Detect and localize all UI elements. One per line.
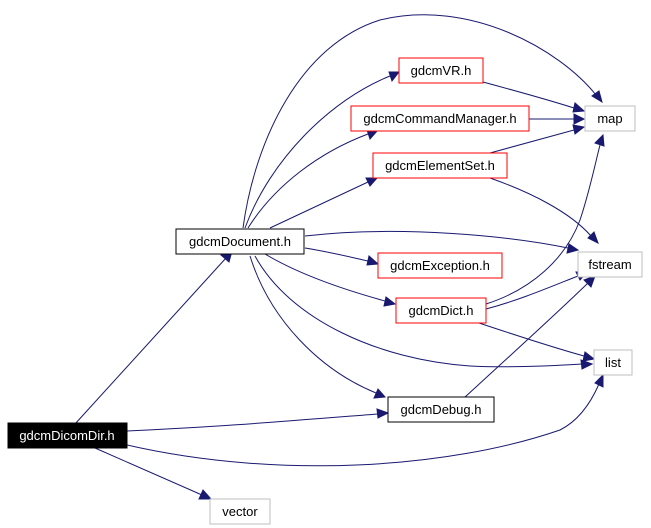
node-debug-label: gdcmDebug.h — [401, 402, 482, 417]
node-dicomdir-label: gdcmDicomDir.h — [19, 428, 114, 443]
edge-elementset-map — [489, 129, 575, 154]
edge-elementset-map-arrowhead — [572, 124, 586, 135]
edge-document-debug — [249, 255, 377, 394]
edge-document-exception — [304, 247, 369, 262]
edge-dicomdir-list — [126, 383, 600, 467]
node-vector[interactable]: vector — [209, 498, 271, 525]
node-debug-box — [387, 396, 495, 423]
node-list-box — [593, 349, 633, 376]
edge-dicomdir-document — [74, 257, 227, 425]
edge-document-vr-arrowhead — [388, 71, 401, 83]
node-vr[interactable]: gdcmVR.h — [398, 57, 484, 84]
node-vr-box — [398, 57, 484, 84]
edge-commandmanager-map-arrowhead — [573, 113, 586, 125]
edge-document-debug-arrowhead — [373, 388, 387, 399]
edge-debug-fstream-arrowhead — [583, 275, 596, 288]
node-document[interactable]: gdcmDocument.h — [175, 228, 305, 255]
node-map[interactable]: map — [584, 105, 636, 132]
node-elementset[interactable]: gdcmElementSet.h — [372, 152, 508, 179]
edge-dicomdir-vector-arrowhead — [198, 489, 213, 500]
node-elementset-box — [372, 152, 508, 179]
edge-document-exception-arrowhead — [366, 255, 380, 266]
edge-document-fstream — [304, 230, 569, 249]
node-list-label: list — [605, 355, 621, 370]
edge-dicomdir-vector — [94, 447, 203, 496]
node-document-label: gdcmDocument.h — [189, 234, 291, 249]
node-commandmanager-label: gdcmCommandManager.h — [363, 111, 516, 126]
node-dicomdir-box — [7, 422, 128, 449]
node-dict-label: gdcmDict.h — [408, 303, 473, 318]
edge-document-fstream-arrowhead — [566, 243, 580, 254]
edge-document-dict — [264, 253, 386, 302]
edge-dict-fstream — [485, 275, 579, 310]
node-fstream[interactable]: fstream — [577, 251, 643, 278]
node-exception-box — [377, 252, 503, 279]
node-map-label: map — [597, 111, 622, 126]
node-dict[interactable]: gdcmDict.h — [395, 297, 487, 324]
node-commandmanager-box — [350, 105, 530, 132]
edge-document-list — [254, 255, 583, 368]
edge-elementset-fstream — [489, 177, 592, 237]
edge-document-map — [242, 14, 597, 229]
node-exception[interactable]: gdcmException.h — [377, 252, 503, 279]
edge-dicomdir-debug-arrowhead — [376, 408, 390, 419]
node-elementset-label: gdcmElementSet.h — [385, 158, 495, 173]
node-commandmanager[interactable]: gdcmCommandManager.h — [350, 105, 530, 132]
edge-dict-map-arrowhead — [594, 133, 605, 147]
node-vector-box — [209, 498, 271, 525]
edge-document-map-arrowhead — [591, 90, 603, 104]
node-vr-label: gdcmVR.h — [411, 63, 472, 78]
edge-document-elementset-arrowhead — [365, 177, 379, 187]
node-document-box — [175, 228, 305, 255]
node-dicomdir[interactable]: gdcmDicomDir.h — [7, 422, 128, 449]
edge-elementset-fstream-arrowhead — [587, 231, 599, 245]
edge-dict-list — [475, 321, 585, 357]
node-vector-label: vector — [222, 504, 258, 519]
edge-document-dict-arrowhead — [383, 296, 397, 307]
node-map-box — [584, 105, 636, 132]
node-fstream-box — [577, 251, 643, 278]
edge-document-vr — [244, 75, 391, 229]
node-dict-box — [395, 297, 487, 324]
edge-debug-fstream — [464, 282, 589, 398]
node-debug[interactable]: gdcmDebug.h — [387, 396, 495, 423]
edge-dicomdir-debug — [126, 413, 379, 432]
edge-document-commandmanager — [247, 133, 369, 229]
edge-dict-list-arrowhead — [582, 351, 596, 362]
edge-document-elementset — [269, 181, 369, 229]
edge-dicomdir-list-arrowhead — [594, 373, 604, 388]
edge-dict-map — [485, 144, 601, 305]
node-list[interactable]: list — [593, 349, 633, 376]
edge-vr-map — [482, 81, 575, 109]
edge-document-list-arrowhead — [580, 359, 594, 370]
node-fstream-label: fstream — [588, 257, 631, 272]
edge-vr-map-arrowhead — [572, 102, 586, 113]
node-exception-label: gdcmException.h — [390, 258, 490, 273]
